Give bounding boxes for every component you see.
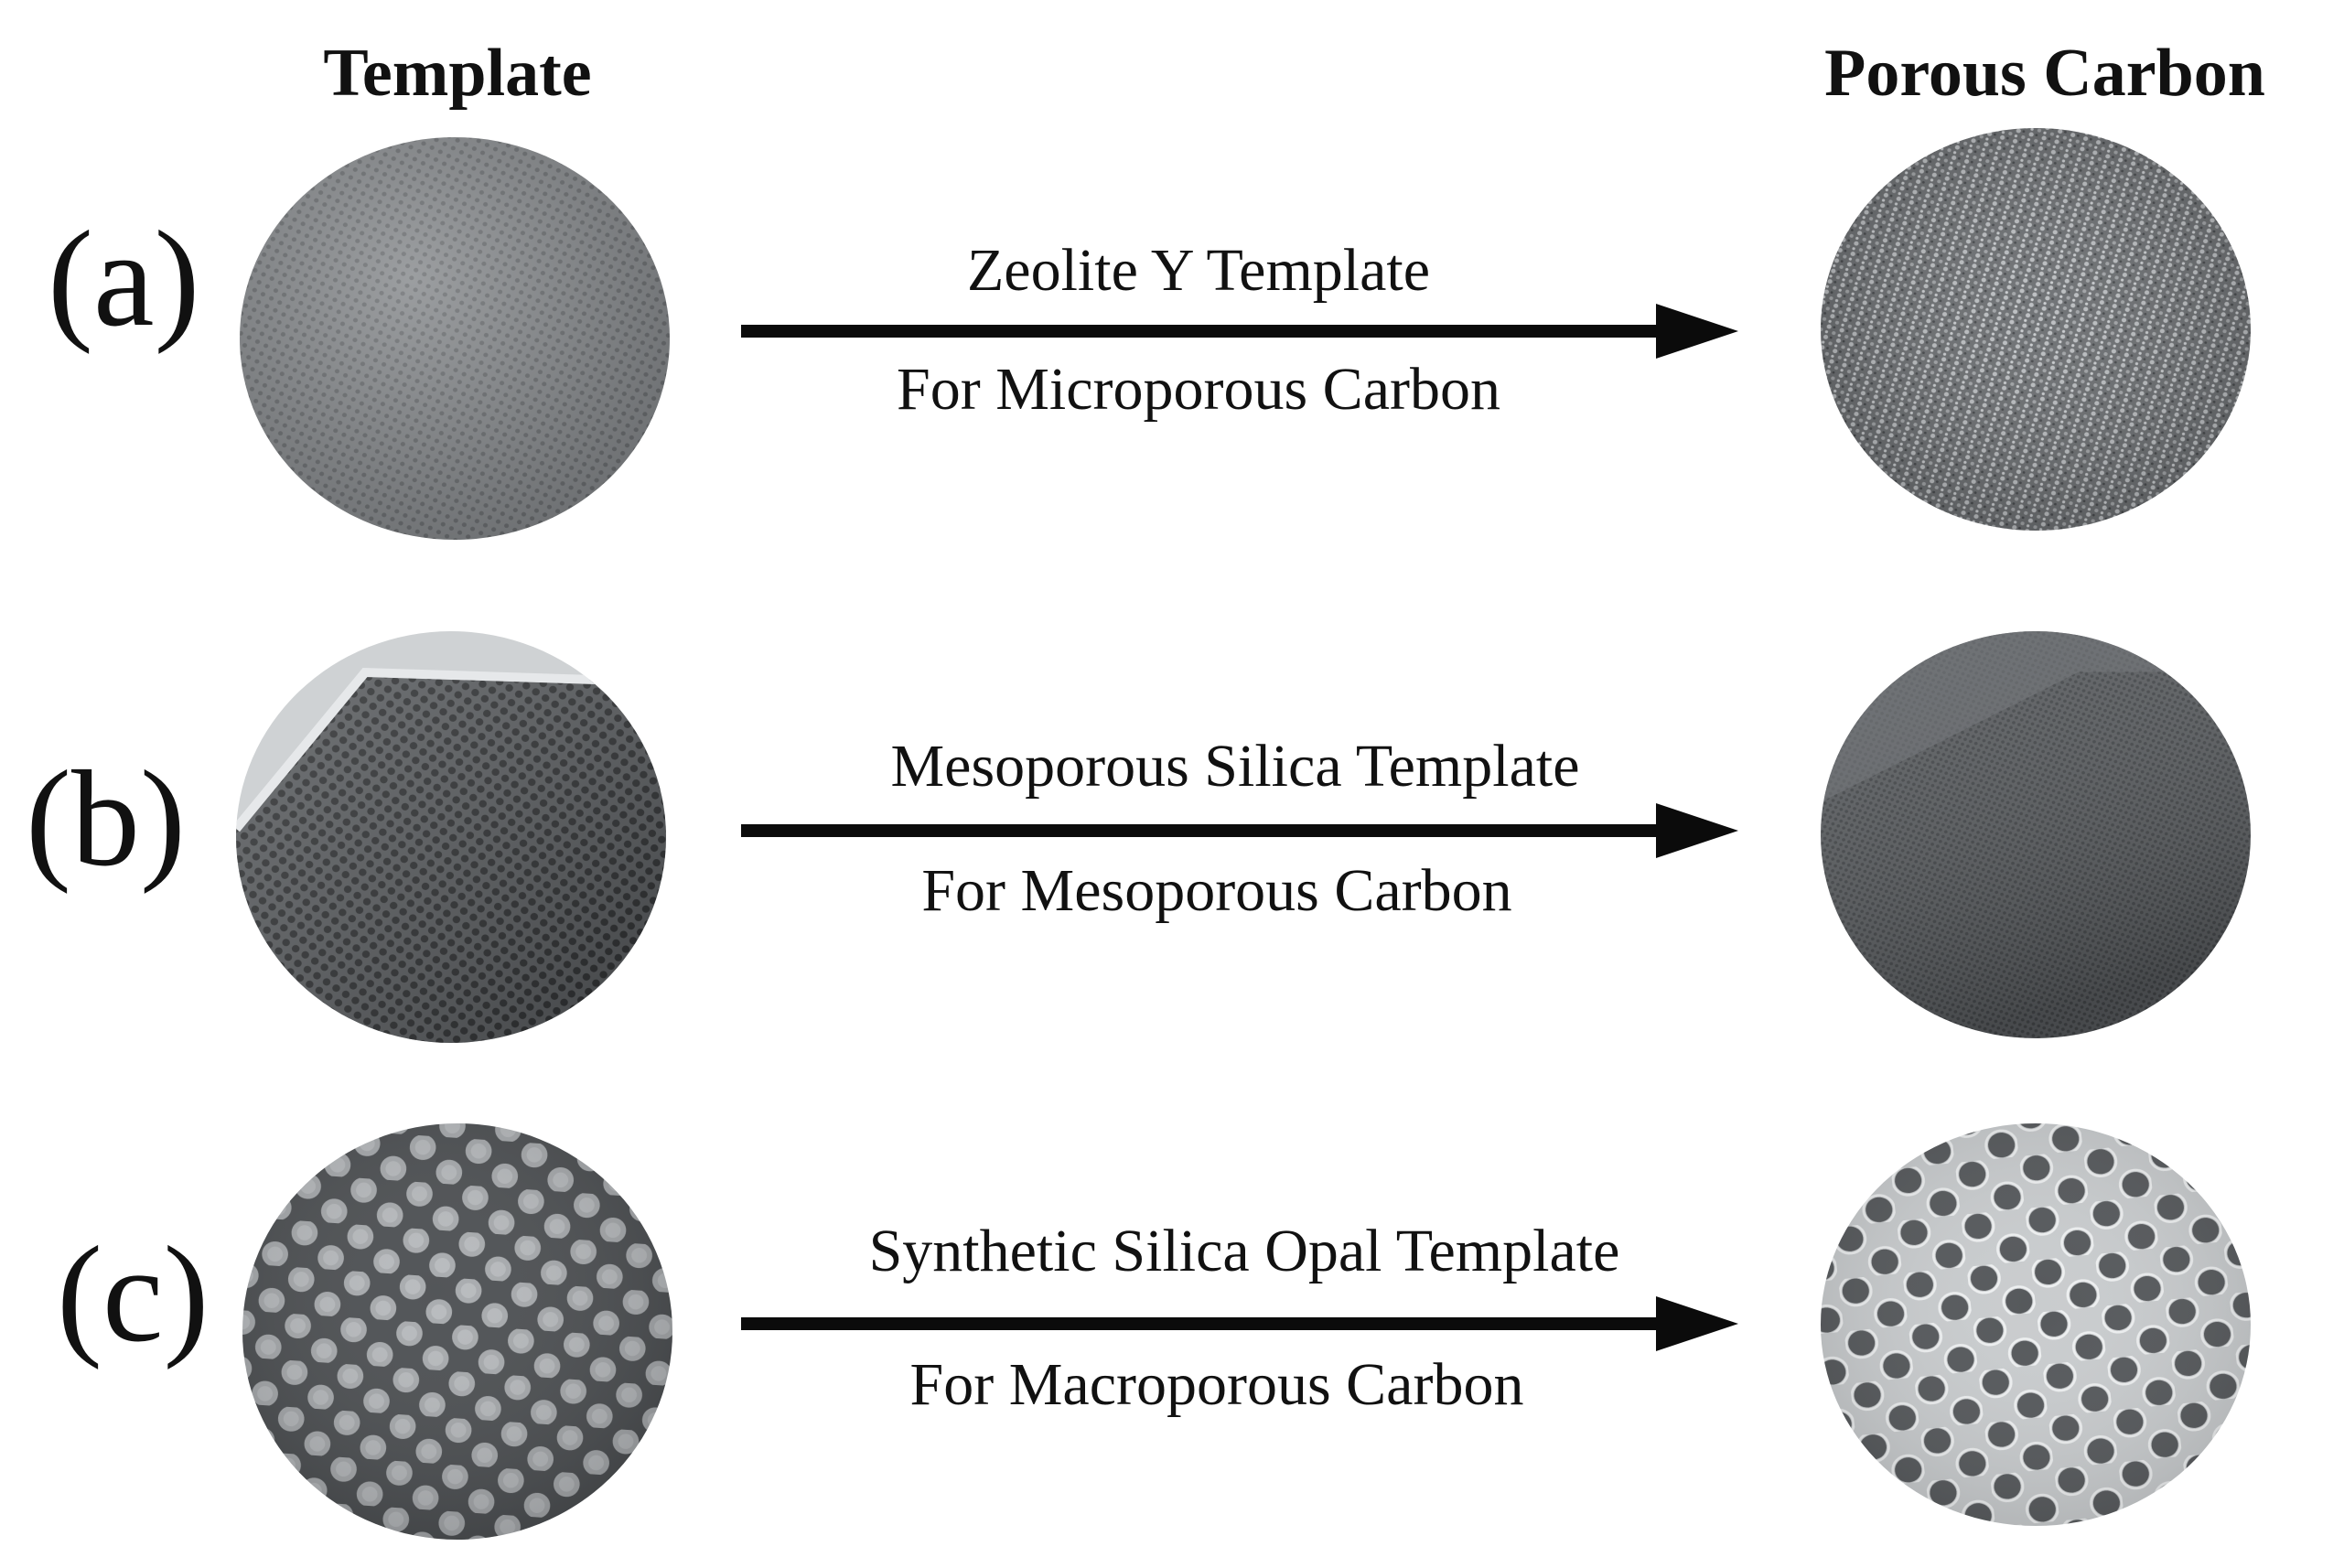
microporous-carbon-micrograph bbox=[1821, 128, 2251, 531]
macroporous-carbon-micrograph bbox=[1821, 1123, 2251, 1526]
row-label-b: (b) bbox=[26, 743, 186, 895]
arrow-a bbox=[741, 304, 1738, 359]
row-label-a: (a) bbox=[48, 203, 200, 355]
template-column-header: Template bbox=[323, 36, 592, 111]
caption-mesoporous-silica-template: Mesoporous Silica Template bbox=[890, 733, 1580, 800]
mesoporous-silica-template-micrograph bbox=[236, 631, 666, 1043]
caption-macroporous-carbon: For Macroporous Carbon bbox=[909, 1351, 1524, 1418]
caption-zeolite-template: Zeolite Y Template bbox=[966, 237, 1431, 304]
porous-carbon-column-header: Porous Carbon bbox=[1824, 36, 2265, 111]
caption-microporous-carbon: For Microporous Carbon bbox=[897, 356, 1500, 423]
caption-mesoporous-carbon: For Mesoporous Carbon bbox=[921, 857, 1512, 924]
arrow-c bbox=[741, 1296, 1738, 1351]
silica-opal-template-micrograph bbox=[242, 1123, 672, 1540]
mesoporous-carbon-micrograph bbox=[1821, 631, 2251, 1038]
row-label-c: (c) bbox=[57, 1219, 210, 1370]
caption-silica-opal-template: Synthetic Silica Opal Template bbox=[868, 1218, 1620, 1284]
arrow-b bbox=[741, 803, 1738, 858]
zeolite-template-micrograph bbox=[240, 137, 670, 540]
